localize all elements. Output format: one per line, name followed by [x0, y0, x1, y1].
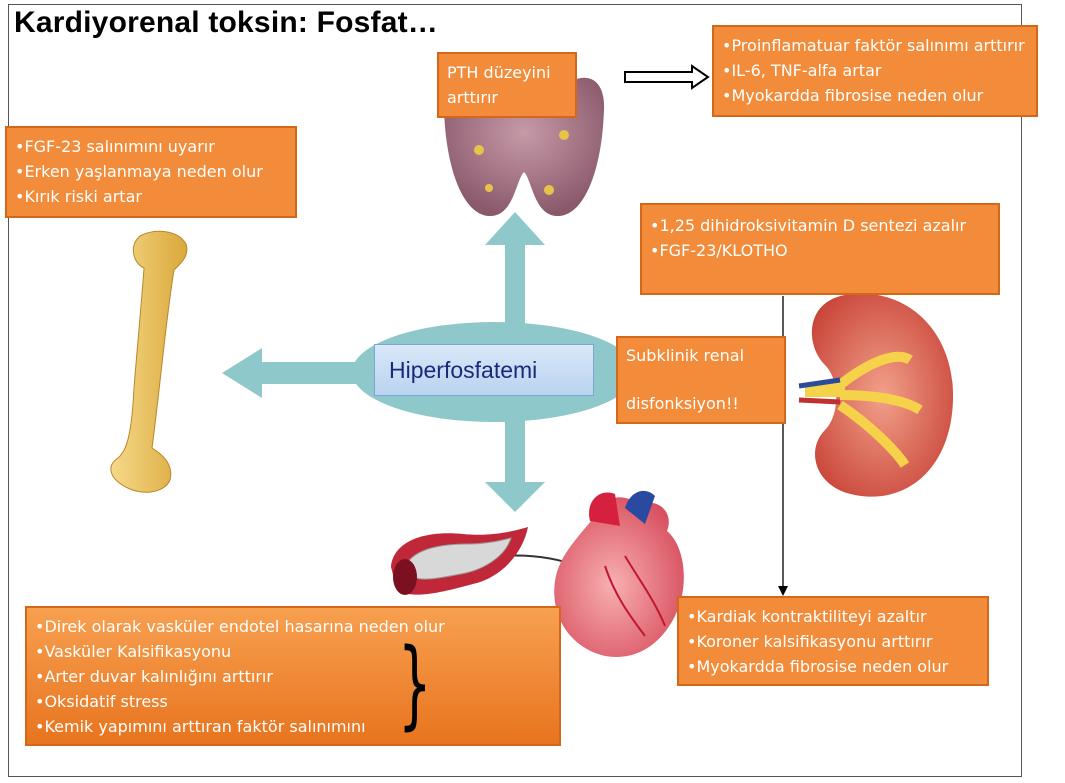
arrow-left — [222, 348, 360, 398]
bone-line-3: •Kırık riski artar — [15, 184, 287, 209]
kidney-illustration — [785, 290, 955, 505]
renal-line-1: Subklinik renal — [626, 344, 776, 368]
vitamin-d-line-1: •1,25 dihidroksivitamin D sentezi azalır — [650, 213, 990, 238]
inflammation-line-1: •Proinflamatuar faktör salınımı arttırır — [722, 33, 1028, 58]
renal-line-2: disfonksiyon!! — [626, 392, 776, 416]
cardiac-line-3: •Myokardda fibrosise neden olur — [687, 654, 979, 679]
arrow-down — [485, 412, 545, 512]
hollow-arrow — [625, 66, 708, 88]
connector-arrowhead — [778, 586, 788, 596]
vascular-line-3: •Arter duvar kalınlığını arttırır — [35, 664, 551, 689]
inflammation-box: •Proinflamatuar faktör salınımı arttırır… — [712, 25, 1038, 117]
center-label: Hiperfosfatemi — [374, 344, 594, 396]
vascular-line-4: •Oksidatif stress — [35, 689, 551, 714]
vascular-line-2: •Vasküler Kalsifikasyonu — [35, 639, 551, 664]
inflammation-line-2: •IL-6, TNF-alfa artar — [722, 58, 1028, 83]
vascular-box: •Direk olarak vasküler endotel hasarına … — [25, 606, 561, 746]
artery-illustration — [383, 522, 533, 602]
brace: } — [398, 636, 432, 732]
renal-box: Subklinik renal disfonksiyon!! — [616, 336, 786, 424]
cardiac-line-2: •Koroner kalsifikasyonu arttırır — [687, 629, 979, 654]
pth-box: PTH düzeyini arttırır — [437, 52, 577, 118]
bone-illustration — [100, 228, 200, 498]
vitamin-d-line-2: •FGF-23/KLOTHO — [650, 238, 990, 263]
bone-line-1: •FGF-23 salınımını uyarır — [15, 134, 287, 159]
vitamin-d-box: •1,25 dihidroksivitamin D sentezi azalır… — [640, 203, 1000, 295]
bone-box: •FGF-23 salınımını uyarır •Erken yaşlanm… — [5, 126, 297, 218]
inflammation-line-3: •Myokardda fibrosise neden olur — [722, 83, 1028, 108]
pth-line-1: PTH düzeyini — [447, 60, 567, 85]
arrow-up — [485, 212, 545, 330]
heart-illustration — [545, 486, 695, 666]
bone-line-2: •Erken yaşlanmaya neden olur — [15, 159, 287, 184]
vascular-line-5: •Kemik yapımını arttıran faktör salınımı… — [35, 714, 551, 739]
vascular-line-1: •Direk olarak vasküler endotel hasarına … — [35, 614, 551, 639]
pth-line-2: arttırır — [447, 85, 567, 110]
cardiac-line-1: •Kardiak kontraktiliteyi azaltır — [687, 604, 979, 629]
cardiac-box: •Kardiak kontraktiliteyi azaltır •Korone… — [677, 596, 989, 686]
